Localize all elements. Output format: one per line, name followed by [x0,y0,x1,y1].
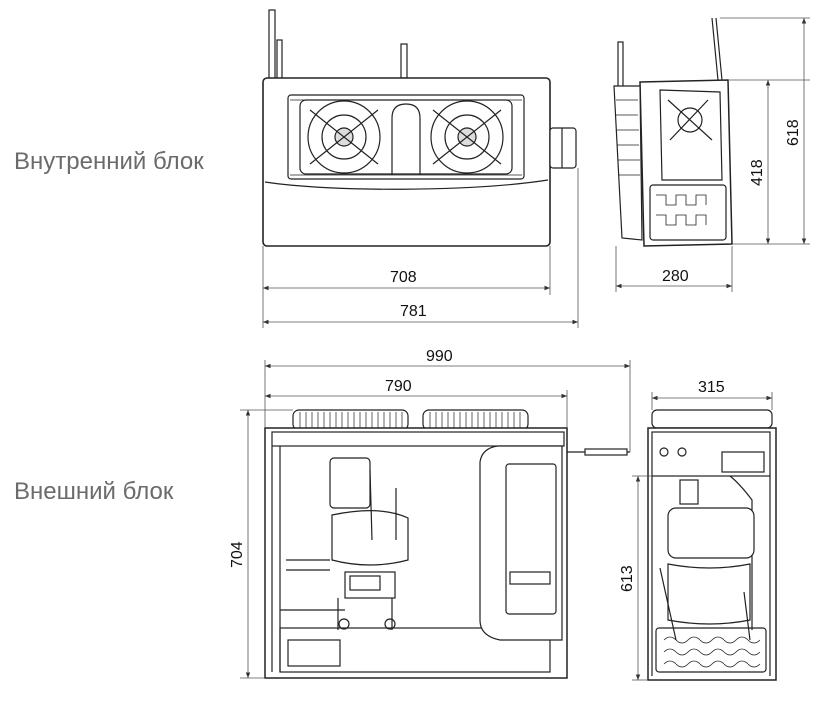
outdoor-side-dimension-lines [632,392,773,681]
outdoor-unit-label: Внешний блок [14,478,174,505]
dim-outdoor-315: 315 [698,379,725,396]
outdoor-dimension-lines [240,360,631,679]
outdoor-unit-side-view [647,409,777,681]
indoor-side-dimension-lines [615,17,810,292]
indoor-unit-side-view [613,17,733,247]
indoor-dimension-lines [262,168,579,328]
dim-indoor-781: 781 [400,303,427,320]
dim-outdoor-613: 613 [619,565,636,592]
dim-outdoor-790: 790 [385,378,412,395]
indoor-unit-label: Внутренний блок [14,148,204,175]
dim-indoor-618: 618 [785,119,802,146]
dim-indoor-708: 708 [390,269,417,286]
outdoor-unit-front-view [264,409,630,679]
dim-indoor-418: 418 [749,159,766,186]
indoor-unit-front-view [262,9,577,247]
dim-indoor-280: 280 [662,268,689,285]
dim-outdoor-990: 990 [426,348,453,365]
dim-outdoor-704: 704 [229,541,246,568]
